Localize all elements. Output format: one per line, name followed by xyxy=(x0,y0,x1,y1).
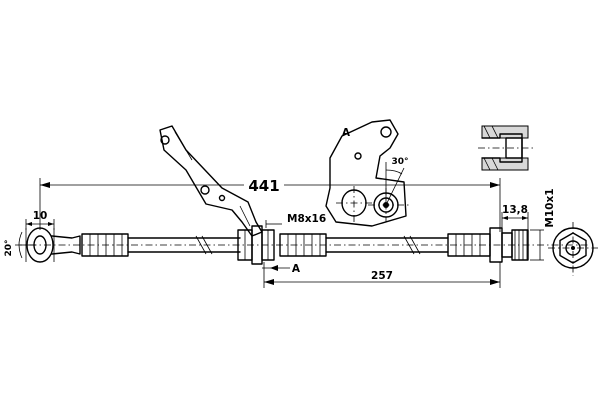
dimension-fitting-thread: M10x1 xyxy=(530,188,556,261)
dimension-banjo-width: 10 xyxy=(25,210,55,230)
crimp-sleeve-middle xyxy=(279,233,327,257)
dimension-partial-length: 257 xyxy=(263,262,501,288)
crimp-sleeve-left xyxy=(81,233,129,257)
section-a-top-label: A xyxy=(342,127,351,139)
partial-length-label: 257 xyxy=(371,270,393,282)
fitting-thread-label: M10x1 xyxy=(544,188,556,227)
section-a-bottom-label: A xyxy=(292,263,301,275)
dimension-fitting-length: 13,8 xyxy=(501,204,529,230)
hose-segment-right xyxy=(325,235,449,255)
section-marker-bottom: A xyxy=(262,263,301,275)
dimension-banjo-angle: 20° xyxy=(4,231,36,259)
end-fitting xyxy=(489,227,529,263)
section-a-bracket-view: 30° A xyxy=(325,119,410,227)
dimension-thread: M8x16 xyxy=(265,213,326,228)
banjo-width-label: 10 xyxy=(33,210,48,222)
fitting-length-label: 13,8 xyxy=(502,204,528,216)
total-length-label: 441 xyxy=(248,177,279,195)
dimension-total-length: 441 xyxy=(39,176,501,232)
fitting-end-view xyxy=(548,222,598,276)
section-detail-view xyxy=(478,125,534,171)
bracket-hex-nut xyxy=(237,225,275,265)
thread-label: M8x16 xyxy=(287,213,326,225)
hose-bracket xyxy=(159,125,263,237)
banjo-angle-label: 20° xyxy=(4,239,14,256)
hose-segment-left xyxy=(127,235,241,255)
bracket-angle-label: 30° xyxy=(391,157,408,167)
